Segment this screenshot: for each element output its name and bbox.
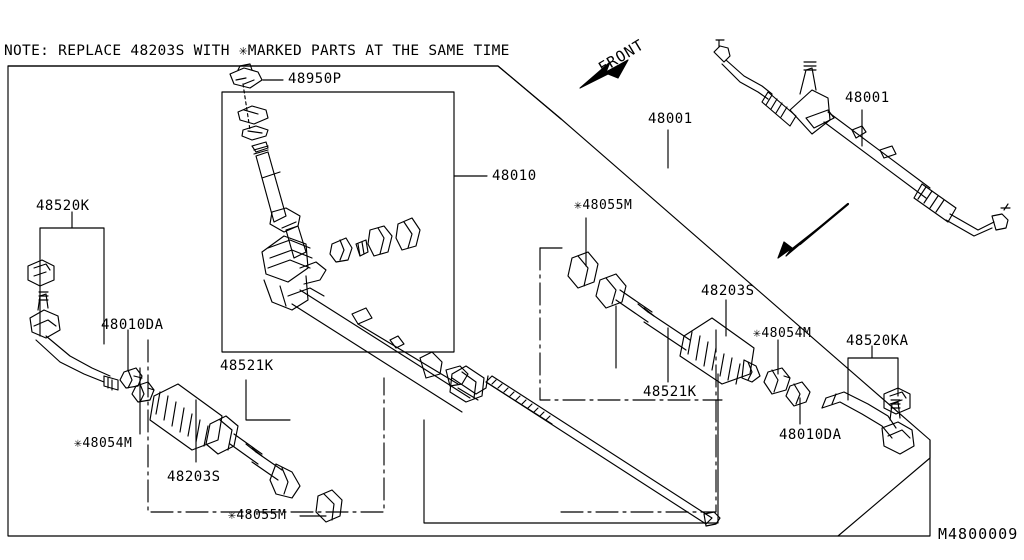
label-48001-right: 48001 bbox=[845, 90, 890, 106]
leader-48520ka bbox=[847, 345, 899, 401]
group-box-right-inner bbox=[539, 247, 723, 401]
right-boot-group bbox=[595, 273, 811, 407]
pinion-shaft-group bbox=[229, 63, 307, 259]
label-48950p: 48950P bbox=[288, 71, 342, 87]
box-rack-bar bbox=[423, 373, 719, 524]
label-48054m-right: ✳48054M bbox=[753, 326, 812, 341]
leader-48520k bbox=[39, 211, 105, 345]
label-48010da-left: 48010DA bbox=[101, 317, 164, 333]
label-48054m-left: ✳48054M bbox=[74, 436, 133, 451]
label-48010: 48010 bbox=[492, 168, 537, 184]
left-boot-group bbox=[149, 383, 343, 523]
right-ring-group bbox=[567, 251, 599, 289]
outer-frame bbox=[7, 65, 931, 537]
right-tie-rod-group bbox=[821, 387, 915, 455]
frame-corner-cut bbox=[837, 439, 931, 537]
diagram-note: NOTE: REPLACE 48203S WITH ✳MARKED PARTS … bbox=[4, 43, 510, 59]
label-48521k-left: 48521K bbox=[220, 358, 274, 374]
group-box-left bbox=[147, 339, 385, 513]
label-48203s-left: 48203S bbox=[167, 469, 221, 485]
label-48001-left: 48001 bbox=[648, 111, 693, 127]
left-tie-rod-group bbox=[27, 259, 155, 403]
label-48055m-left: ✳48055M bbox=[228, 508, 287, 523]
rack-bar bbox=[485, 375, 721, 527]
label-48520ka: 48520KA bbox=[846, 333, 909, 349]
leader-48521k-right bbox=[615, 305, 669, 383]
leader-48521k-left bbox=[245, 379, 291, 421]
diagram-code: M4800009 bbox=[938, 525, 1019, 543]
box-48010 bbox=[221, 91, 455, 353]
label-48520k: 48520K bbox=[36, 198, 90, 214]
label-48203s-right: 48203S bbox=[701, 283, 755, 299]
front-arrow bbox=[579, 59, 629, 89]
gear-housing-rack bbox=[261, 217, 489, 413]
group-box-right-outer bbox=[559, 329, 717, 513]
complete-rack-assembly bbox=[713, 39, 1011, 259]
label-48055m-right: ✳48055M bbox=[574, 198, 633, 213]
label-48521k-right: 48521K bbox=[643, 384, 697, 400]
label-48010da-right: 48010DA bbox=[779, 427, 842, 443]
